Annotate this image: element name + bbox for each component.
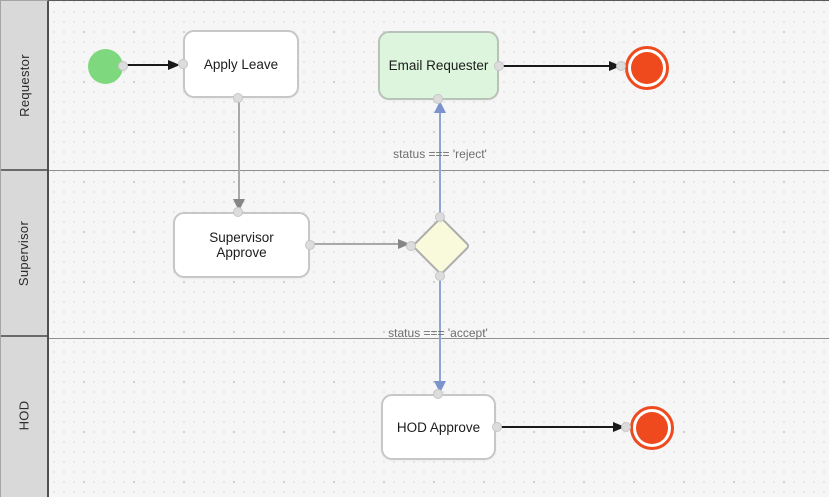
task-hod-approve-label: HOD Approve	[396, 419, 481, 435]
arrowhead-icon	[609, 61, 621, 71]
decision-gateway[interactable]	[411, 216, 471, 276]
flow-line	[502, 65, 610, 67]
lane-header-requestor[interactable]: Requestor	[1, 1, 47, 171]
flow-condition-reject-label: status === 'reject'	[393, 147, 487, 161]
end-event-requestor[interactable]	[625, 46, 669, 90]
flow-line	[238, 101, 240, 201]
arrowhead-icon	[613, 422, 625, 432]
task-apply-leave-label: Apply Leave	[203, 56, 279, 72]
connection-handle[interactable]	[433, 94, 443, 104]
start-event[interactable]	[88, 49, 123, 84]
task-email-requester[interactable]: Email Requester	[378, 31, 499, 100]
arrowhead-icon	[168, 60, 180, 70]
connection-handle[interactable]	[433, 389, 443, 399]
connection-handle[interactable]	[233, 207, 243, 217]
connection-handle[interactable]	[494, 61, 504, 71]
connection-handle[interactable]	[406, 241, 416, 251]
end-event-hod[interactable]	[630, 406, 674, 450]
lane-label-hod: HOD	[16, 400, 32, 431]
end-event-icon	[636, 412, 668, 444]
flow-condition-accept-label: status === 'accept'	[388, 326, 488, 340]
flow-line	[501, 426, 613, 428]
arrowhead-icon	[434, 101, 446, 113]
flow-line	[439, 278, 441, 382]
task-apply-leave[interactable]: Apply Leave	[183, 30, 299, 98]
task-supervisor-approve[interactable]: Supervisor Approve	[173, 212, 310, 278]
flow-line	[313, 243, 399, 245]
lane-label-requestor: Requestor	[16, 53, 32, 117]
flow-line	[439, 112, 441, 215]
connection-handle[interactable]	[616, 61, 626, 71]
connection-handle[interactable]	[435, 271, 445, 281]
task-supervisor-approve-label: Supervisor Approve	[209, 230, 274, 260]
lane-header-supervisor[interactable]: Supervisor	[1, 171, 47, 337]
connection-handle[interactable]	[178, 59, 188, 69]
connection-handle[interactable]	[305, 240, 315, 250]
connection-handle[interactable]	[435, 212, 445, 222]
connection-handle[interactable]	[492, 422, 502, 432]
arrowhead-icon	[398, 239, 410, 249]
lane-header-hod[interactable]: HOD	[1, 337, 47, 494]
connection-handle[interactable]	[621, 422, 631, 432]
end-event-icon	[631, 52, 663, 84]
connection-handle[interactable]	[233, 93, 243, 103]
connection-handle[interactable]	[118, 61, 128, 71]
lane-label-supervisor: Supervisor	[16, 220, 32, 286]
pool-top-border	[49, 0, 829, 1]
task-email-requester-label: Email Requester	[388, 58, 489, 73]
lane-header-column: Requestor Supervisor HOD	[0, 0, 49, 497]
task-hod-approve[interactable]: HOD Approve	[381, 394, 496, 460]
flow-line	[127, 64, 169, 66]
